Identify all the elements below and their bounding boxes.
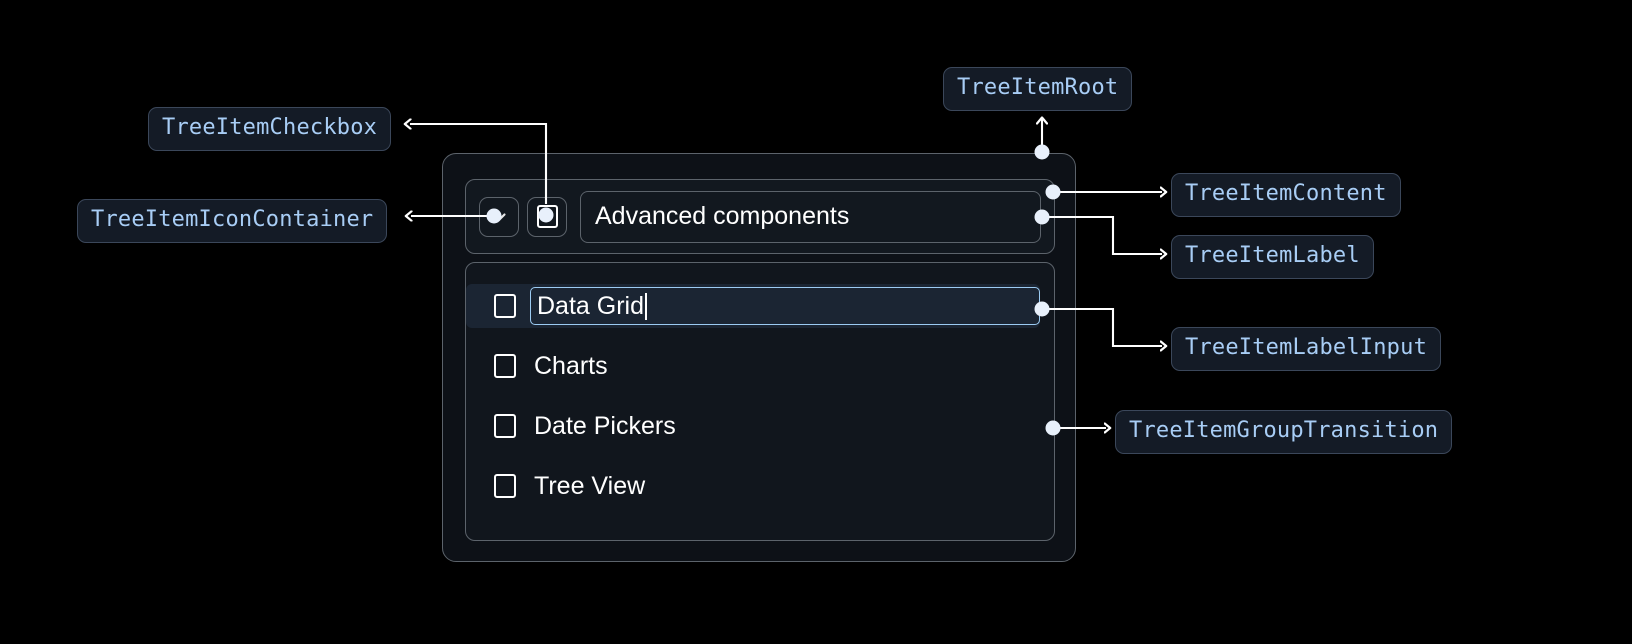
annotation-label: TreeItemGroupTransition [1129,418,1439,443]
annotation-chip-tree-item-icon-container: TreeItemIconContainer [77,199,388,243]
checkbox-unchecked-icon[interactable] [494,294,516,318]
annotation-chip-tree-item-checkbox: TreeItemCheckbox [148,107,392,151]
tree-item-label-text: Advanced components [595,202,850,230]
tree-item-label-text: Date Pickers [534,411,676,440]
tree-item-row-date-pickers[interactable]: Date Pickers [466,404,1054,448]
annotation-chip-tree-item-root: TreeItemRoot [943,67,1133,111]
tree-item-icon-container[interactable] [479,196,519,237]
checkbox-unchecked-icon[interactable] [494,354,516,378]
tree-item-row-tree-view[interactable]: Tree View [466,464,1054,508]
tree-item-label-input[interactable]: Data Grid [530,287,1040,325]
annotation-chip-tree-item-group-transition: TreeItemGroupTransition [1115,410,1453,454]
tree-item-root[interactable]: Advanced components Data Grid Charts Dat… [442,153,1076,562]
annotation-label: TreeItemRoot [957,75,1119,100]
text-caret [644,292,647,320]
annotation-label: TreeItemLabelInput [1185,335,1428,360]
tree-item-content[interactable]: Advanced components [465,179,1055,254]
tree-item-row-charts[interactable]: Charts [466,344,1054,388]
annotation-label: TreeItemCheckbox [162,115,378,140]
chevron-down-icon [487,205,511,229]
tree-item-label-input-value: Data Grid [537,291,644,320]
tree-item-label[interactable]: Advanced components [580,190,1041,243]
checkbox-unchecked-icon[interactable] [494,474,516,498]
tree-item-checkbox[interactable] [527,196,567,237]
annotation-chip-tree-item-label-input: TreeItemLabelInput [1171,327,1442,371]
checkbox-unchecked-icon[interactable] [494,414,516,438]
annotation-label: TreeItemContent [1185,181,1387,206]
tree-item-group-transition: Data Grid Charts Date Pickers Tree View [465,262,1055,541]
annotation-chip-tree-item-label: TreeItemLabel [1171,235,1374,279]
checkbox-unchecked-icon [536,205,558,228]
tree-item-label-text: Charts [534,351,608,380]
tree-item-label-text: Tree View [534,471,646,500]
annotation-label: TreeItemLabel [1185,243,1360,268]
annotation-label: TreeItemIconContainer [91,207,374,232]
annotation-chip-tree-item-content: TreeItemContent [1171,173,1401,217]
tree-item-row-data-grid[interactable]: Data Grid [466,284,1040,328]
